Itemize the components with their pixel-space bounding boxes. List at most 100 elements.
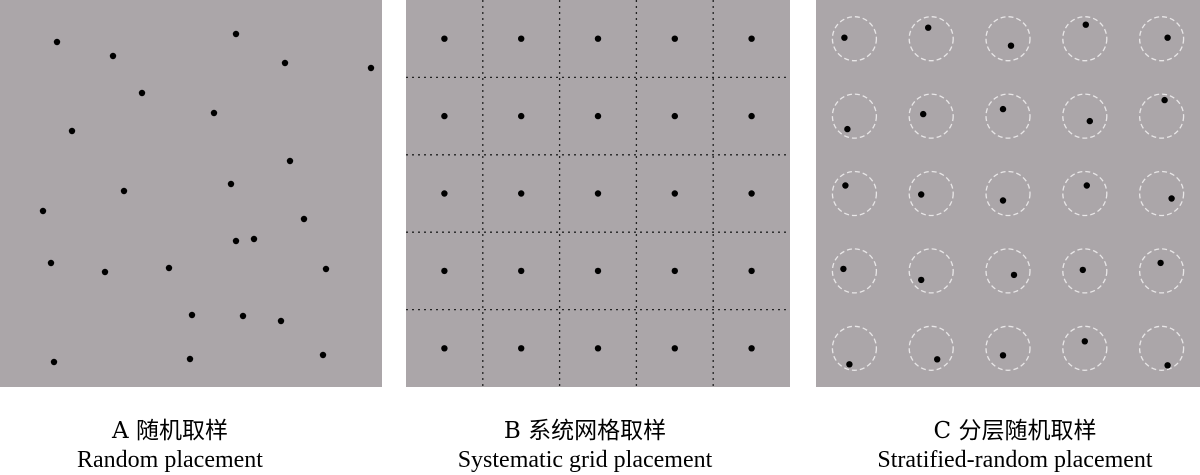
sample-point	[748, 345, 755, 352]
caption-a-title-en: Random placement	[77, 447, 263, 473]
sample-point	[671, 267, 678, 275]
sample-point	[210, 109, 218, 117]
sample-point	[319, 351, 327, 359]
sample-point	[925, 24, 932, 31]
sample-point	[1161, 96, 1168, 104]
stratum-circle	[985, 16, 1031, 62]
stratum-circle	[1138, 170, 1185, 217]
sample-point	[748, 35, 755, 42]
sample-point	[186, 355, 194, 363]
sample-point	[594, 112, 602, 120]
stratum-circle	[831, 16, 878, 62]
stratum-circle	[908, 325, 954, 371]
sample-point	[1168, 195, 1175, 202]
stratum-circle	[985, 170, 1031, 217]
stratum-circle	[908, 16, 954, 62]
sample-point	[1164, 362, 1171, 369]
caption-c-letter: C	[933, 418, 952, 444]
sample-point	[227, 180, 235, 188]
sample-point	[322, 265, 330, 273]
sample-point	[50, 358, 58, 366]
stratum-circle	[1138, 16, 1185, 62]
sample-point	[232, 237, 240, 245]
sample-point	[934, 356, 941, 363]
sample-point	[1157, 259, 1164, 267]
sample-point	[841, 34, 848, 41]
sample-point	[518, 345, 525, 352]
sample-point	[281, 59, 289, 67]
sample-point	[138, 89, 146, 97]
sample-point	[999, 197, 1007, 204]
sample-point	[846, 361, 853, 368]
sample-point	[239, 312, 247, 320]
stratum-circle	[1062, 170, 1108, 217]
sample-point	[918, 276, 925, 284]
stratum-circle	[1062, 93, 1108, 139]
stratum-circle	[908, 248, 954, 294]
sample-point	[594, 190, 602, 197]
sample-point	[53, 38, 61, 46]
sample-point	[300, 215, 308, 223]
sample-point	[441, 267, 448, 275]
caption-b-cn: B 系统网格取样	[420, 417, 750, 445]
sample-point	[518, 190, 525, 197]
sample-point	[367, 64, 375, 72]
sample-point	[671, 35, 678, 42]
caption-stratified-random: C 分层随机取样 Stratified-random placement	[830, 417, 1200, 475]
sample-point	[594, 267, 602, 275]
sample-point	[68, 127, 76, 135]
sample-point	[1164, 34, 1171, 41]
caption-a-title-cn: 随机取样	[135, 418, 228, 444]
sample-point	[1007, 42, 1015, 49]
sample-point	[918, 191, 925, 198]
sample-point	[999, 352, 1007, 359]
sample-point	[441, 112, 448, 120]
sample-point	[671, 112, 678, 120]
sample-point	[1082, 21, 1089, 28]
panel-systematic-grid	[406, 0, 790, 387]
stratum-circle	[1138, 248, 1185, 294]
sample-point	[1079, 266, 1086, 274]
sample-point	[232, 30, 240, 38]
stratum-circle	[831, 170, 878, 217]
panel-stratified-random	[816, 0, 1200, 387]
sample-point	[518, 267, 525, 275]
sample-point	[286, 157, 294, 165]
sample-point	[109, 52, 117, 60]
sample-point	[39, 207, 47, 215]
sample-point	[840, 265, 847, 273]
sample-point	[441, 35, 448, 42]
stratum-circle	[831, 93, 878, 139]
stratum-circle	[1062, 248, 1108, 294]
caption-c-title-en: Stratified-random placement	[877, 447, 1153, 473]
panel-random-placement	[0, 0, 382, 387]
sample-point	[594, 35, 602, 42]
stratum-circle	[1138, 325, 1185, 371]
sample-point	[1081, 338, 1088, 345]
stratum-circle	[1138, 93, 1185, 139]
stratum-circle	[985, 248, 1031, 294]
stratum-circle	[1062, 16, 1108, 62]
caption-a-letter: A	[112, 418, 129, 444]
stratum-circle	[908, 170, 954, 217]
sample-point	[518, 35, 525, 42]
sample-point	[671, 190, 678, 197]
sample-point	[1010, 271, 1018, 279]
sample-point	[441, 345, 448, 352]
stratum-circle	[831, 248, 878, 294]
sample-point	[748, 112, 755, 120]
sample-point	[748, 190, 755, 197]
random-placement-plot	[39, 30, 375, 366]
caption-a-cn: A 随机取样	[0, 417, 340, 445]
caption-b-title-cn: 系统网格取样	[528, 418, 667, 444]
caption-b-title-en: Systematic grid placement	[457, 447, 713, 473]
caption-b-letter: B	[503, 418, 521, 444]
caption-random-placement: A 随机取样 Random placement	[0, 417, 340, 475]
sample-point	[844, 125, 851, 133]
sample-point	[1083, 182, 1090, 189]
sample-point	[594, 345, 602, 352]
stratum-circle	[831, 325, 878, 371]
sample-point	[101, 268, 109, 276]
sample-point	[748, 267, 755, 275]
stratum-circle	[985, 325, 1031, 371]
